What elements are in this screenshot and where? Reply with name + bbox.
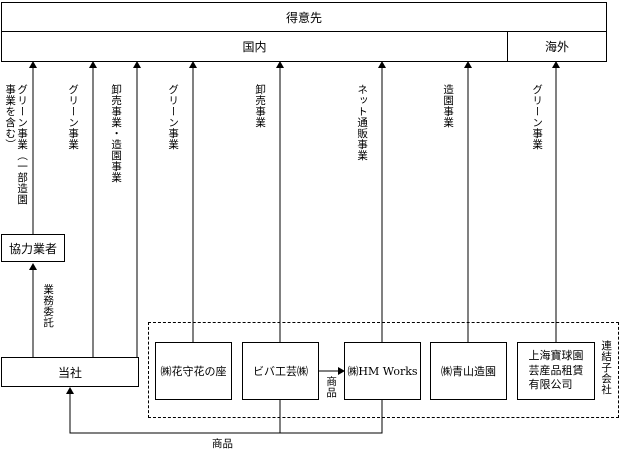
customers-box: 得意先 (1, 2, 607, 32)
partner-box: 協力業者 (1, 234, 65, 262)
domestic-box: 国内 (1, 31, 508, 62)
domestic-label: 国内 (242, 40, 267, 54)
company-box: 当社 (1, 357, 139, 387)
partner-label: 協力業者 (8, 241, 57, 256)
flow-label-hmworks-net: ネット通販事業 (356, 84, 369, 161)
flow-label-viva-wholesale: 卸売事業 (254, 84, 267, 128)
consolidated-subsidiaries-label: 連結子会社 (600, 340, 613, 395)
subsidiary-shanghai: 上海寶球園 芸産品租賃 有限公司 (517, 342, 595, 400)
subsidiary-name: ㈱青山造園 (441, 365, 496, 378)
flow-label-aoyama-landscape: 造園事業 (442, 84, 455, 128)
company-label: 当社 (57, 365, 82, 380)
flow-label-outsourcing: 業務委託 (42, 284, 55, 328)
flow-label-hanamori-green: グリーン事業 (167, 84, 180, 150)
flow-label-green-incl-landscape: グリーン事業（一部造園事業を含む） (4, 84, 29, 205)
overseas-label: 海外 (544, 40, 569, 54)
customers-label: 得意先 (285, 10, 322, 25)
overseas-box: 海外 (507, 31, 607, 62)
subsidiary-hmworks: ㈱HM Works (344, 342, 421, 400)
flow-label-goods-bottom: 商品 (212, 438, 233, 450)
subsidiary-viva: ビバ工芸㈱ (242, 342, 319, 400)
flow-label-company-green: グリーン事業 (67, 84, 80, 150)
flow-label-company-wholesale-landscape: 卸売事業・造園事業 (110, 84, 123, 183)
subsidiary-name: ㈱HM Works (347, 365, 418, 378)
subsidiary-name: 上海寶球園 芸産品租賃 有限公司 (528, 348, 584, 392)
subsidiary-aoyama: ㈱青山造園 (430, 342, 507, 400)
flow-label-shanghai-green: グリーン事業 (531, 84, 544, 150)
subsidiary-name: ㈱花守花の座 (160, 365, 227, 378)
subsidiaries-group (148, 322, 619, 418)
subsidiary-hanamori: ㈱花守花の座 (155, 342, 232, 400)
goods-return-line (66, 387, 383, 434)
flow-label-goods-viva-hm: 商品 (325, 376, 338, 398)
subsidiary-name: ビバ工芸㈱ (253, 365, 308, 378)
